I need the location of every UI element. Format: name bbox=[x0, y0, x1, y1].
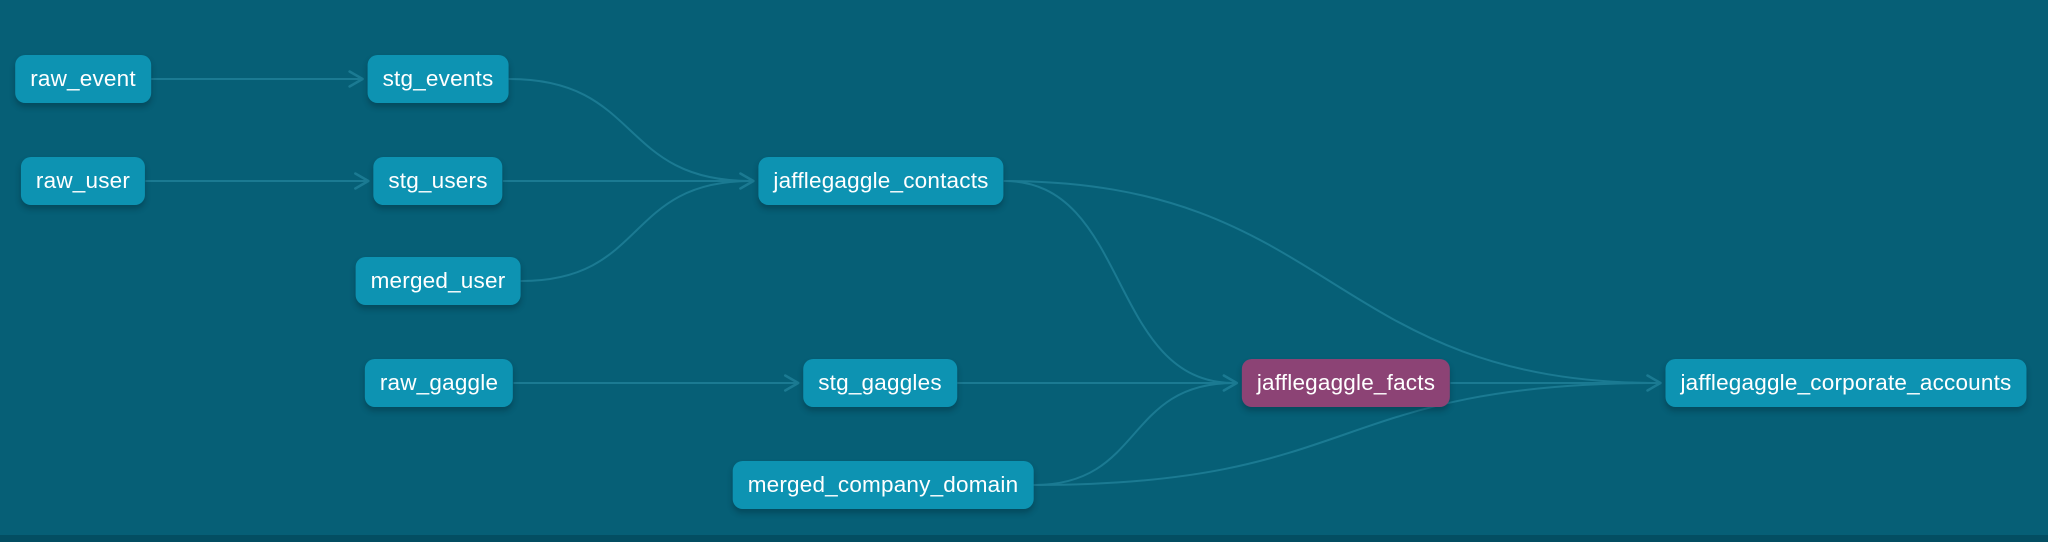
edge-path bbox=[1033, 382, 1235, 486]
node-raw_event[interactable]: raw_event bbox=[15, 55, 151, 103]
edge-path bbox=[739, 172, 755, 190]
node-raw_user[interactable]: raw_user bbox=[20, 157, 146, 205]
node-merged_company_domain[interactable]: merged_company_domain bbox=[732, 461, 1034, 509]
node-stg_gaggles[interactable]: stg_gaggles bbox=[803, 359, 957, 407]
edge-path bbox=[354, 172, 370, 190]
node-jafflegaggle_corporate_accounts[interactable]: jafflegaggle_corporate_accounts bbox=[1665, 359, 2027, 407]
node-stg_users[interactable]: stg_users bbox=[373, 157, 503, 205]
bottom-bar bbox=[0, 535, 2048, 542]
edge-path bbox=[348, 70, 364, 88]
edge-path bbox=[508, 78, 752, 182]
edge-path bbox=[520, 180, 752, 282]
edge-path bbox=[1033, 382, 1659, 486]
node-raw_gaggle[interactable]: raw_gaggle bbox=[364, 359, 514, 407]
edge-path bbox=[1222, 374, 1239, 392]
node-stg_events[interactable]: stg_events bbox=[367, 55, 509, 103]
node-jafflegaggle_facts[interactable]: jafflegaggle_facts bbox=[1241, 359, 1451, 407]
edge-path bbox=[783, 374, 800, 392]
node-merged_user[interactable]: merged_user bbox=[355, 257, 521, 305]
edge-path bbox=[1003, 180, 1659, 384]
node-jafflegaggle_contacts[interactable]: jafflegaggle_contacts bbox=[758, 157, 1004, 205]
edge-path bbox=[1646, 374, 1662, 392]
edge-path bbox=[1003, 180, 1235, 384]
